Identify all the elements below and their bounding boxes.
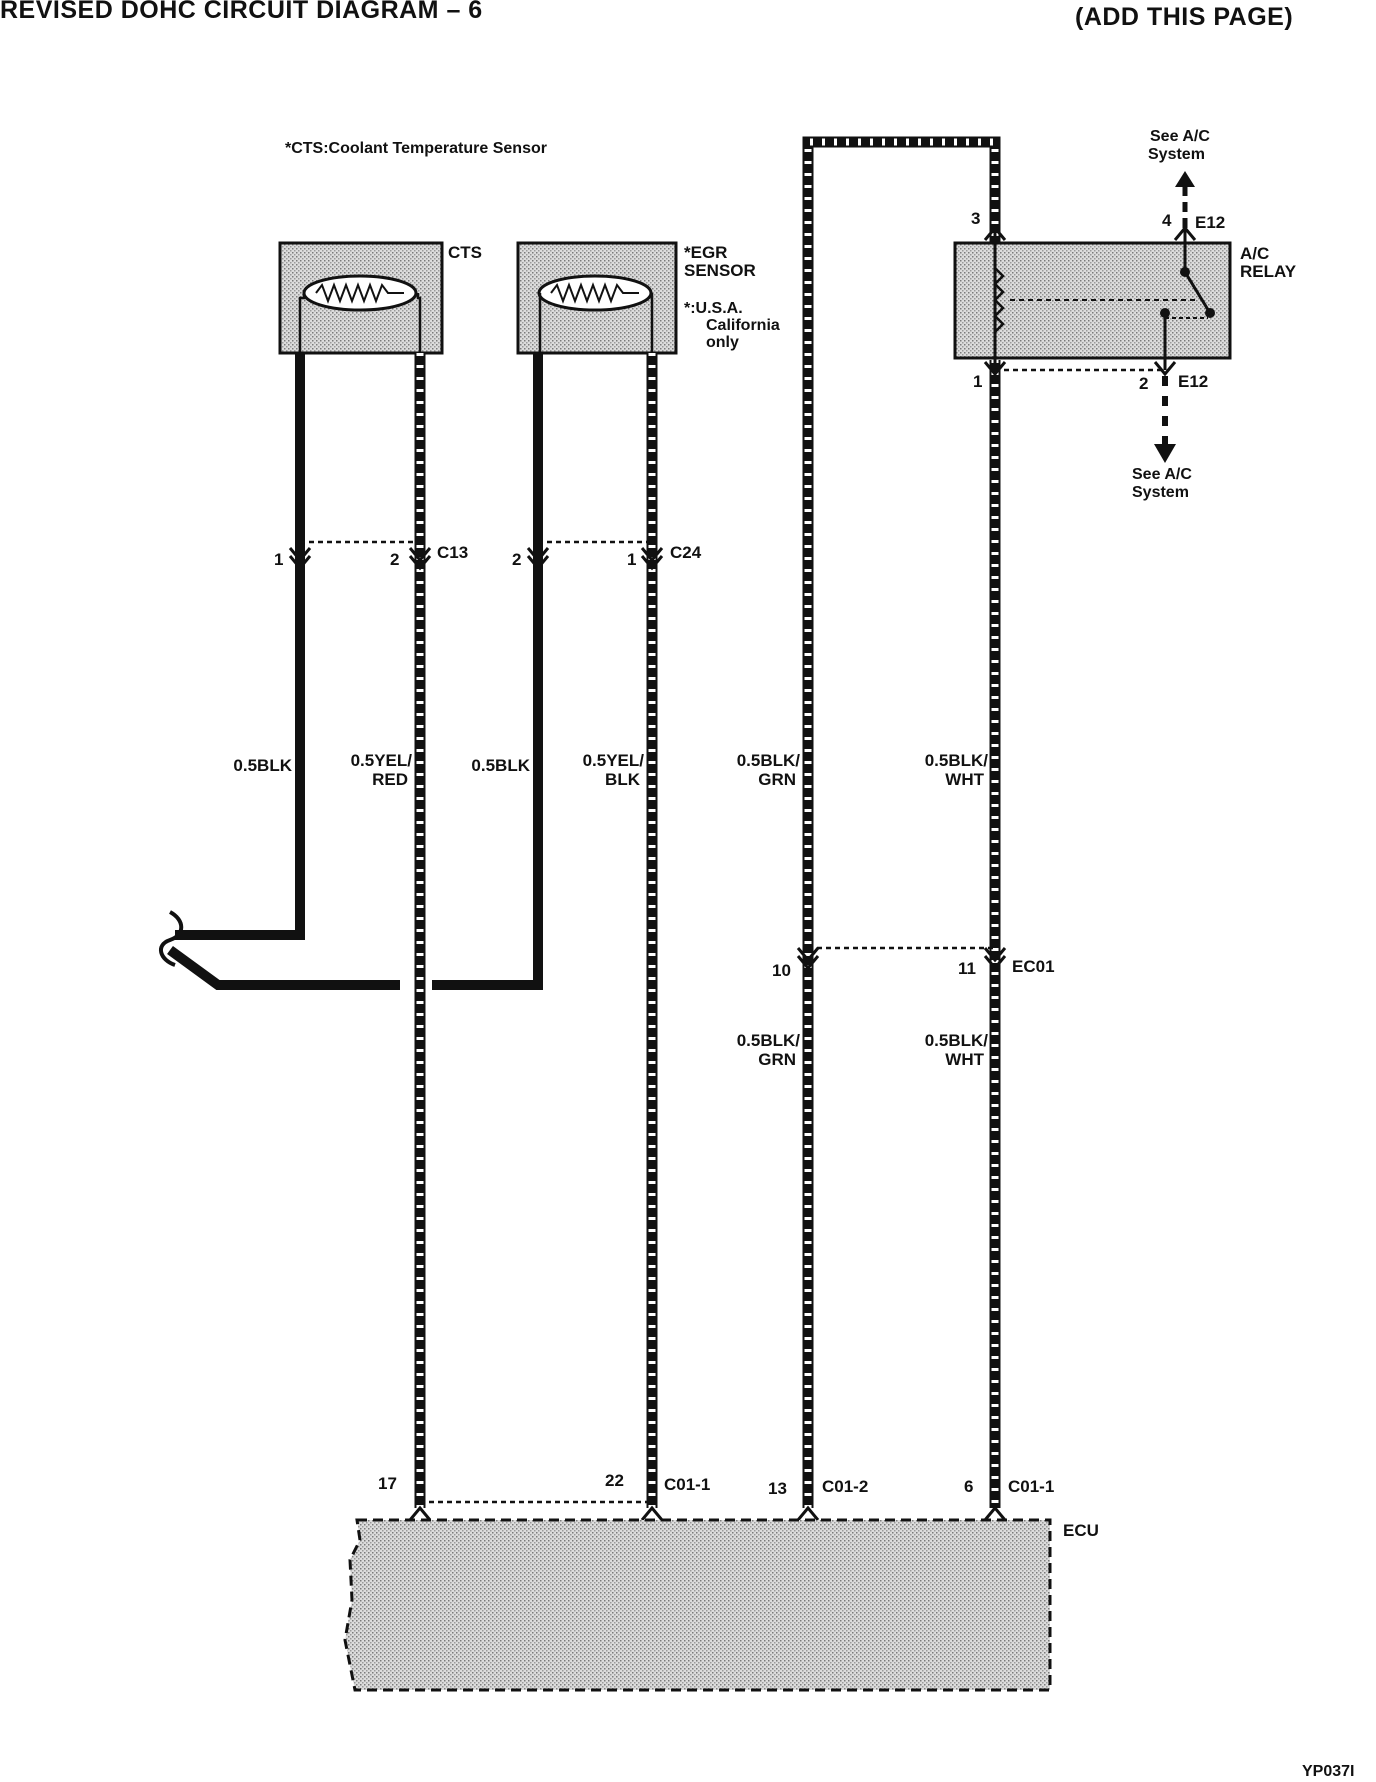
wire-label-1: 0.5BLK <box>233 756 292 775</box>
egr-note-2: California <box>706 317 780 334</box>
wire-label-5a: 0.5BLK/ <box>736 751 800 770</box>
cts-label: CTS <box>448 243 482 262</box>
see-ac-top-1: See A/C <box>1150 128 1210 145</box>
wire-label-7b: GRN <box>758 1050 796 1069</box>
page-title: REVISED DOHC CIRCUIT DIAGRAM – 6 <box>0 0 483 24</box>
egr-label-2: SENSOR <box>684 261 756 280</box>
ecu-label: ECU <box>1063 1521 1099 1540</box>
wire-label-8a: 0.5BLK/ <box>924 1031 988 1050</box>
pin-3: 3 <box>971 209 981 228</box>
egr-note-1: *:U.S.A. <box>684 300 743 317</box>
connector-c24: C24 <box>670 543 702 562</box>
egr-label-1: *EGR <box>684 243 728 262</box>
wire-label-2b: RED <box>372 770 408 789</box>
connector-c01-1-b: C01-1 <box>1008 1477 1055 1496</box>
egr-note-3: only <box>706 334 739 351</box>
pin-ecu-13: 13 <box>768 1479 787 1498</box>
page-note: (ADD THIS PAGE) <box>1075 3 1294 31</box>
ac-relay-label-1: A/C <box>1240 244 1270 263</box>
pin-ecu-17: 17 <box>378 1474 397 1493</box>
wire-label-4b: BLK <box>605 770 640 789</box>
see-ac-bot-1: See A/C <box>1132 466 1192 483</box>
connector-chevrons <box>288 225 1197 1521</box>
wire-blk-egr <box>167 353 543 990</box>
wire-label-8b: WHT <box>945 1050 984 1069</box>
ecu-box <box>343 1518 1052 1692</box>
pin-ec01-10: 10 <box>772 961 791 980</box>
ac-relay <box>953 228 1232 370</box>
see-ac-bot-2: System <box>1132 484 1189 501</box>
wire-label-6b: WHT <box>945 770 984 789</box>
see-ac-arrows <box>1154 171 1195 463</box>
hatched-wires <box>414 136 1001 1508</box>
cts-footnote: *CTS:Coolant Temperature Sensor <box>285 140 547 157</box>
see-ac-top-2: System <box>1148 146 1205 163</box>
wire-label-3: 0.5BLK <box>471 756 530 775</box>
pin-c24-1: 1 <box>627 550 637 569</box>
wire-blk-cts <box>175 353 305 940</box>
wire-label-2a: 0.5YEL/ <box>350 751 412 770</box>
pin-c13-1: 1 <box>274 550 284 569</box>
connector-c13: C13 <box>437 543 469 562</box>
pin-ec01-11: 11 <box>958 959 976 978</box>
ac-relay-label-2: RELAY <box>1240 262 1297 281</box>
figure-id: YP037I <box>1302 1763 1355 1780</box>
wire-label-5b: GRN <box>758 770 796 789</box>
pin-ecu-6: 6 <box>964 1477 974 1496</box>
pin-4: 4 <box>1162 211 1172 230</box>
wire-label-4a: 0.5YEL/ <box>582 751 644 770</box>
connector-ec01: EC01 <box>1012 957 1055 976</box>
wire-label-7a: 0.5BLK/ <box>736 1031 800 1050</box>
connector-join-lines <box>300 244 1185 1504</box>
connector-c01-1-a: C01-1 <box>664 1475 711 1494</box>
cts-sensor <box>278 241 444 355</box>
connector-c01-2: C01-2 <box>822 1477 869 1496</box>
pin-c24-2: 2 <box>512 550 522 569</box>
pin-1-relay: 1 <box>973 372 983 391</box>
pin-c13-2: 2 <box>390 550 400 569</box>
wire-label-6a: 0.5BLK/ <box>924 751 988 770</box>
connector-e12-top: E12 <box>1195 213 1226 232</box>
pin-ecu-22: 22 <box>605 1471 624 1490</box>
pin-2-relay: 2 <box>1139 374 1149 393</box>
ground-break-symbol <box>159 910 184 967</box>
connector-e12-bot: E12 <box>1178 372 1209 391</box>
egr-sensor <box>516 241 678 355</box>
